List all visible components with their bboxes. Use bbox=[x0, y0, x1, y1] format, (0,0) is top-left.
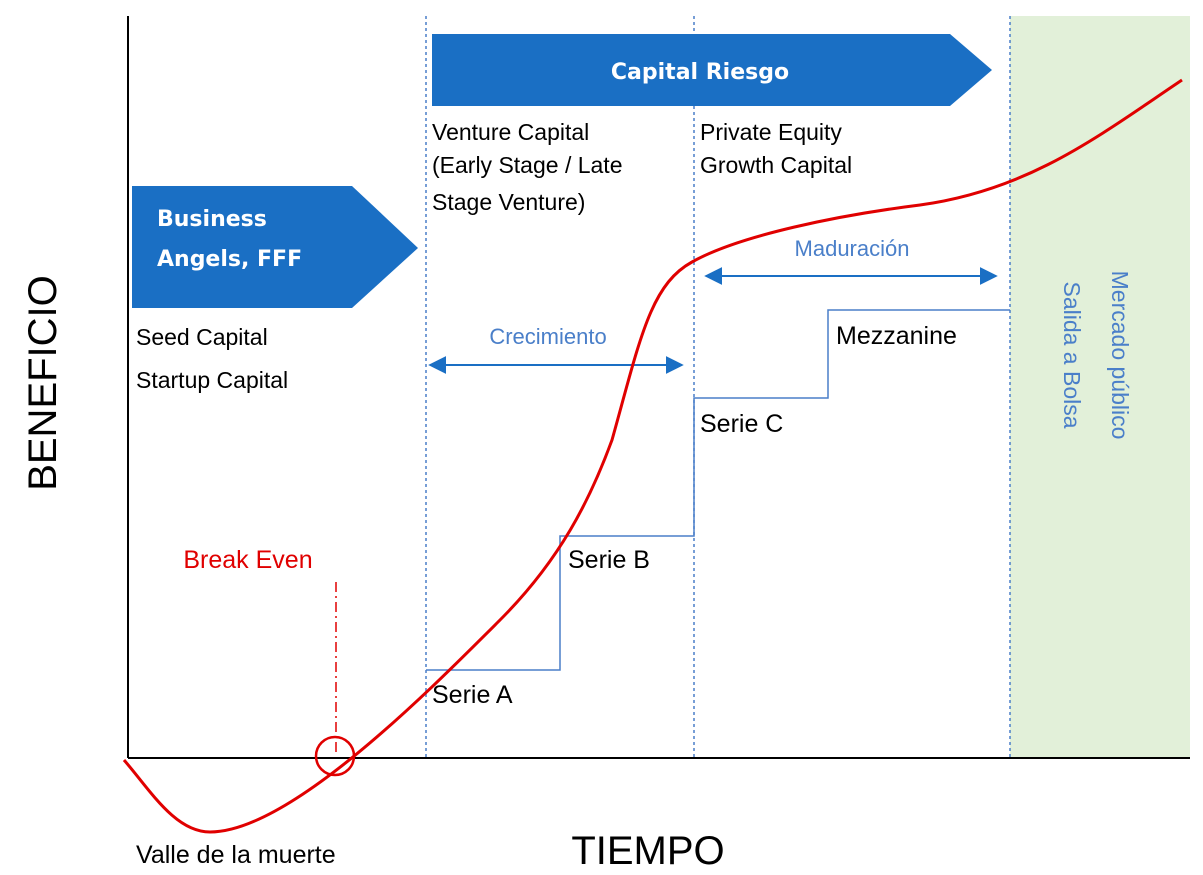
y-axis-label: BENEFICIO bbox=[21, 275, 65, 491]
serie-a-label: Serie A bbox=[432, 681, 513, 709]
stage-venture-label: Stage Venture) bbox=[432, 189, 585, 215]
salida-a-bolsa-label: Salida a Bolsa bbox=[1059, 281, 1085, 428]
capital-riesgo-label: Capital Riesgo bbox=[611, 60, 789, 85]
startup-capital-label: Startup Capital bbox=[136, 367, 288, 393]
mezzanine-label: Mezzanine bbox=[836, 322, 957, 350]
business-angels-label-line1: Business bbox=[157, 207, 267, 232]
private-equity-label: Private Equity bbox=[700, 119, 842, 145]
serie-b-label: Serie B bbox=[568, 546, 650, 574]
growth-capital-label: Growth Capital bbox=[700, 152, 852, 178]
valle-de-la-muerte-label: Valle de la muerte bbox=[136, 841, 336, 869]
mercado-publico-label: Mercado público bbox=[1107, 271, 1133, 440]
public-market-band bbox=[1010, 16, 1190, 758]
business-angels-label-line2: Angels, FFF bbox=[157, 247, 302, 272]
maduracion-label: Maduración bbox=[795, 236, 910, 261]
crecimiento-label: Crecimiento bbox=[489, 324, 606, 349]
serie-c-label: Serie C bbox=[700, 410, 783, 438]
venture-capital-label: Venture Capital bbox=[432, 119, 589, 145]
seed-capital-label: Seed Capital bbox=[136, 324, 268, 350]
funding-staircase bbox=[426, 309, 1010, 671]
capital-riesgo-arrow bbox=[432, 34, 992, 106]
profit-curve bbox=[122, 78, 1183, 834]
business-angels-arrow bbox=[132, 186, 418, 308]
x-axis-label: TIEMPO bbox=[571, 829, 724, 873]
early-stage-label: (Early Stage / Late bbox=[432, 152, 623, 178]
break-even-label: Break Even bbox=[183, 546, 312, 574]
break-even-circle bbox=[314, 735, 356, 777]
